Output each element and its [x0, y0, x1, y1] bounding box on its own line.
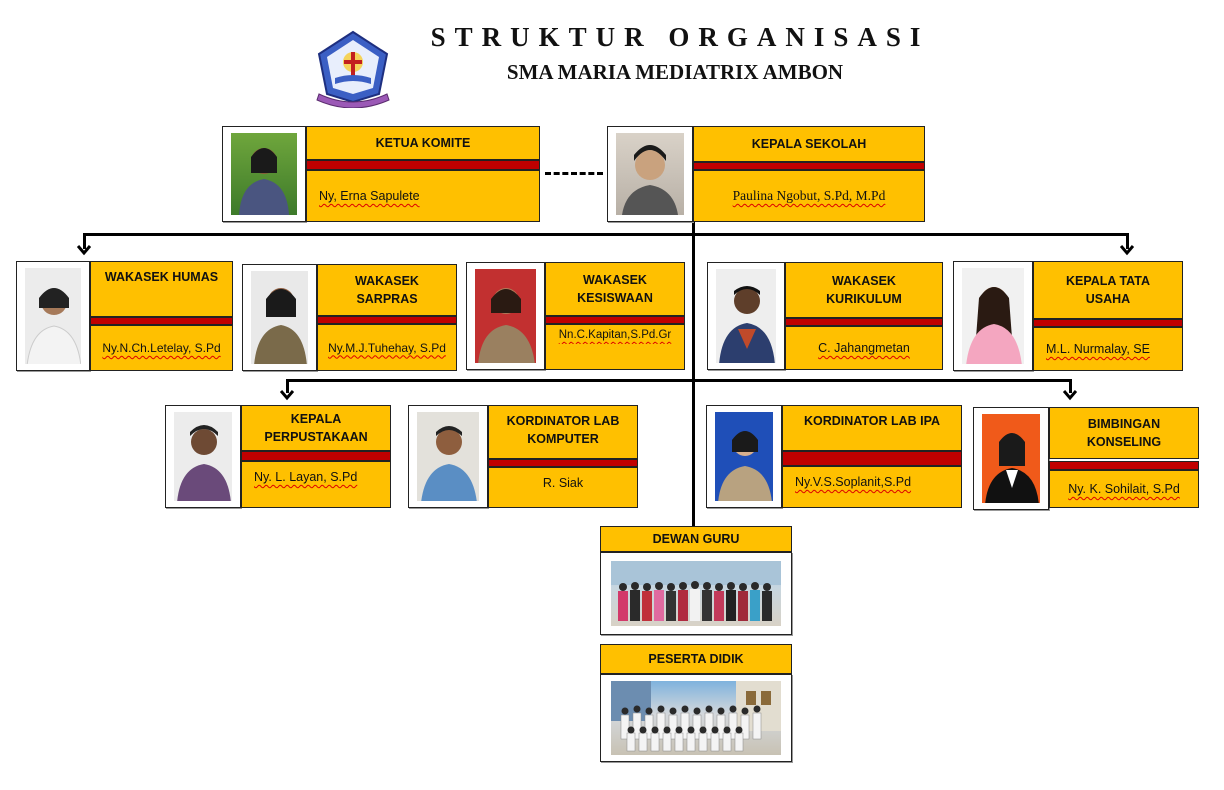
arrow-down-icon — [1120, 245, 1134, 256]
humas-red-bar — [90, 317, 233, 325]
lab-komputer-name: R. Siak — [488, 467, 638, 508]
komite-photo — [222, 126, 306, 222]
arrow-down-icon — [77, 245, 91, 256]
bk-red-bar — [1049, 461, 1199, 470]
sarpras-title: WAKASEK SARPRAS — [317, 264, 457, 316]
perpustakaan-red-bar — [241, 451, 391, 461]
kesiswaan-red-bar — [545, 316, 685, 324]
kurikulum-title: WAKASEK KURIKULUM — [785, 262, 943, 318]
page-subtitle: SMA MARIA MEDIATRIX AMBON — [506, 60, 844, 84]
humas-name: Ny.N.Ch.Letelay, S.Pd — [90, 325, 233, 371]
lab-ipa-title: KORDINATOR LAB IPA — [782, 405, 962, 451]
peserta-didik-title: PESERTA DIDIK — [600, 644, 792, 674]
lab-ipa-red-bar — [782, 451, 962, 466]
lab-ipa-photo — [706, 405, 782, 508]
tata-usaha-name: M.L. Nurmalay, SE — [1033, 327, 1183, 371]
kurikulum-red-bar — [785, 318, 943, 326]
horizontal-line-2 — [286, 379, 1072, 382]
kesiswaan-photo — [466, 262, 545, 370]
drop-line-left-1 — [83, 233, 86, 249]
kesiswaan-name-pad — [545, 344, 685, 370]
sarpras-red-bar — [317, 316, 457, 324]
komite-red-bar — [306, 160, 540, 170]
komite-title: KETUA KOMITE — [306, 126, 540, 160]
lab-komputer-title: KORDINATOR LAB KOMPUTER — [488, 405, 638, 459]
kepsek-photo — [607, 126, 693, 222]
tata-usaha-photo — [953, 261, 1033, 371]
bk-title: BIMBINGAN KONSELING — [1049, 407, 1199, 459]
perpustakaan-photo — [165, 405, 241, 508]
perpustakaan-name: Ny. L. Layan, S.Pd — [241, 461, 391, 508]
drop-line-right-1 — [1126, 233, 1129, 249]
dewan-guru-title: DEWAN GURU — [600, 526, 792, 552]
drop-line-right-2 — [1069, 379, 1072, 393]
kepsek-red-bar — [693, 162, 925, 170]
sarpras-name: Ny.M.J.Tuhehay, S.Pd — [317, 324, 457, 371]
kesiswaan-title: WAKASEK KESISWAAN — [545, 262, 685, 316]
arrow-down-icon — [1063, 390, 1077, 401]
bk-photo — [973, 407, 1049, 510]
lab-komputer-photo — [408, 405, 488, 508]
page-title: STRUKTUR ORGANISASI — [430, 22, 930, 52]
drop-line-left-2 — [286, 379, 289, 393]
peserta-didik-photo — [600, 674, 792, 762]
lab-ipa-name: Ny.V.S.Soplanit,S.Pd — [782, 466, 962, 508]
komite-name: Ny, Erna Sapulete — [306, 170, 540, 222]
kesiswaan-name: Nn.C.Kapitan,S.Pd.Gr — [545, 324, 685, 346]
humas-photo — [16, 261, 90, 371]
kepsek-name: Paulina Ngobut, S.Pd, M.Pd — [693, 170, 925, 222]
tata-usaha-title: KEPALA TATA USAHA — [1033, 261, 1183, 319]
lab-komputer-red-bar — [488, 459, 638, 467]
vertical-trunk — [692, 221, 695, 526]
dewan-guru-photo — [600, 552, 792, 635]
sarpras-photo — [242, 264, 317, 371]
perpustakaan-title: KEPALA PERPUSTAKAAN — [241, 405, 391, 451]
kurikulum-name: C. Jahangmetan — [785, 326, 943, 370]
horizontal-line-1 — [83, 233, 1129, 236]
humas-title: WAKASEK HUMAS — [90, 261, 233, 317]
dashed-connector — [545, 172, 603, 175]
bk-name: Ny. K. Sohilait, S.Pd — [1049, 470, 1199, 508]
school-logo — [313, 28, 393, 109]
tata-usaha-red-bar — [1033, 319, 1183, 327]
kurikulum-photo — [707, 262, 785, 370]
arrow-down-icon — [280, 390, 294, 401]
kepsek-title: KEPALA SEKOLAH — [693, 126, 925, 162]
